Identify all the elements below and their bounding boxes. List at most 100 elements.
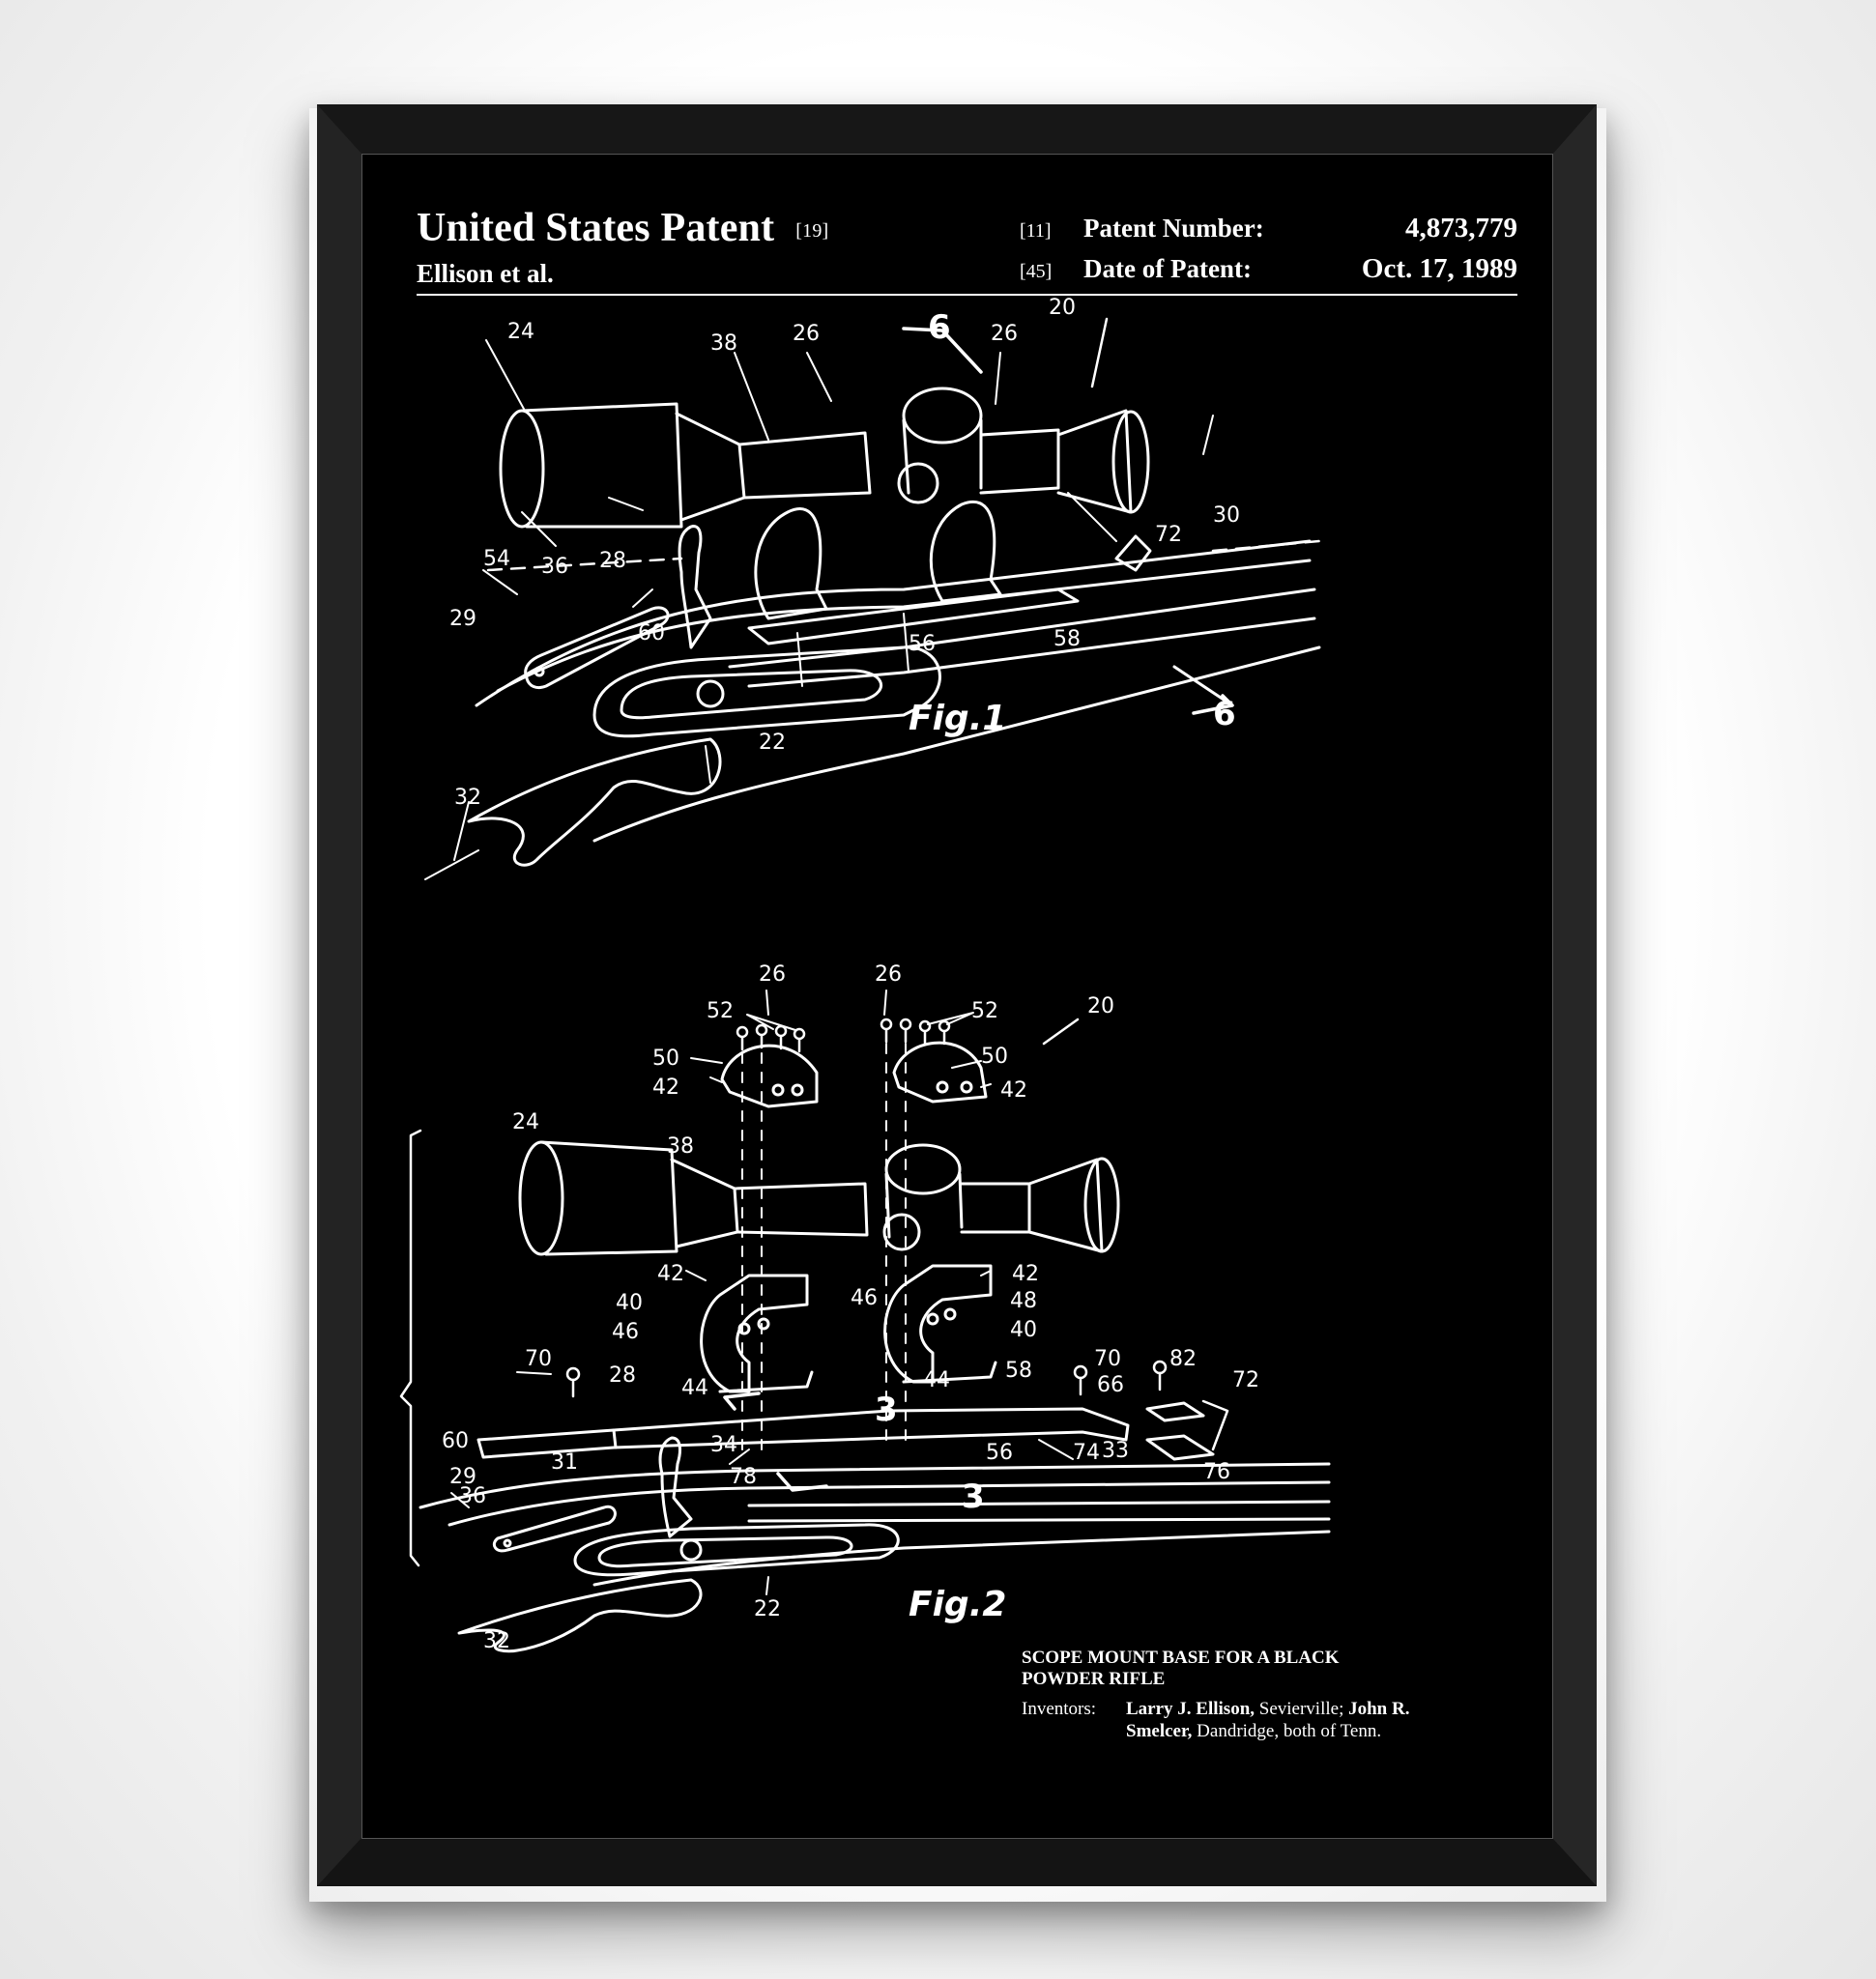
title-code: [19] bbox=[795, 220, 829, 242]
inventors-label: Inventors: bbox=[1022, 1699, 1097, 1719]
fig1-barrel-line4 bbox=[747, 617, 1316, 688]
inventor1-place: Sevierville; bbox=[1255, 1699, 1349, 1719]
fig1-hammer bbox=[678, 525, 712, 649]
fig1-label-24: 24 bbox=[507, 320, 534, 344]
fig1-leader-lines bbox=[424, 317, 1214, 880]
fig2-label-42c: 42 bbox=[657, 1262, 684, 1286]
fig1-scope-tube bbox=[737, 431, 872, 500]
fig2-scope-taper bbox=[670, 1158, 739, 1248]
fig2-scope-ocular bbox=[1083, 1157, 1120, 1253]
fig2-lock-plate bbox=[573, 1523, 900, 1577]
fig1-ring-rear bbox=[929, 500, 1002, 603]
fig2-label-70b: 70 bbox=[1094, 1347, 1121, 1371]
fig2-ring-base-left-foot bbox=[718, 1370, 814, 1393]
fig1-label-28: 28 bbox=[599, 549, 626, 573]
fig1-lock-plate bbox=[592, 645, 941, 738]
fig2-label-46b: 46 bbox=[851, 1286, 878, 1310]
fig2-stock-lower bbox=[592, 1530, 1331, 1587]
fig2-label-66: 66 bbox=[1097, 1373, 1124, 1397]
fig2-label-34: 34 bbox=[710, 1433, 737, 1457]
fig1-lock-plate-inner bbox=[620, 669, 883, 720]
patent-number-code: [11] bbox=[1020, 220, 1052, 242]
date-value: Oct. 17, 1989 bbox=[1361, 253, 1517, 284]
header-right: [11] Patent Number: 4,873,779 [45] Date … bbox=[1020, 213, 1517, 294]
patent-footer: SCOPE MOUNT BASE FOR A BLACK POWDER RIFL… bbox=[1022, 1648, 1524, 1742]
fig2-label-74: 74 bbox=[1073, 1441, 1100, 1465]
fig2-label-20: 20 bbox=[1087, 994, 1114, 1018]
fig2-label-42d: 42 bbox=[1012, 1262, 1039, 1286]
fig2-ring-screws bbox=[737, 1307, 957, 1335]
fig2-barrel-line2 bbox=[447, 1480, 1331, 1527]
fig2-ring-cap-screws bbox=[736, 1018, 951, 1053]
fig1-nipple-slot bbox=[524, 606, 670, 690]
fig2-scope-eyepiece bbox=[1027, 1158, 1104, 1253]
fig1-scope-taper bbox=[675, 412, 746, 522]
fig2-mount-base-step bbox=[612, 1428, 618, 1449]
fig1-scope-ocular bbox=[1111, 410, 1150, 514]
fig2-label-29: 29 bbox=[449, 1465, 476, 1489]
fig2-label-70a: 70 bbox=[525, 1347, 552, 1371]
inventors: Inventors: Larry J. Ellison, Sevierville… bbox=[1022, 1698, 1524, 1742]
patent-title-text: United States Patent bbox=[417, 206, 775, 250]
fig2-section-arrow-top bbox=[723, 1391, 761, 1411]
frame-right-bevel bbox=[1552, 104, 1597, 1886]
inventor-short: Ellison et al. bbox=[417, 259, 554, 288]
patent-number-value: 4,873,779 bbox=[1405, 213, 1517, 244]
fig2-label-44b: 44 bbox=[923, 1368, 950, 1392]
fig1-scope-turret bbox=[902, 387, 983, 445]
fig2-label-32: 32 bbox=[483, 1629, 510, 1653]
fig2-label-50a: 50 bbox=[652, 1047, 679, 1071]
fig1-label-22: 22 bbox=[759, 731, 786, 755]
fig2-caption: Fig.2 bbox=[909, 1585, 1006, 1624]
fig2-mount-base bbox=[476, 1407, 1130, 1459]
fig1-label-56: 56 bbox=[909, 632, 936, 656]
fig2-trigger-guard bbox=[457, 1578, 703, 1653]
inventor2-name-part1: John R. bbox=[1348, 1699, 1410, 1719]
fig2-label-52b: 52 bbox=[971, 999, 998, 1023]
fig2-cap-hole bbox=[936, 1080, 949, 1094]
fig2-cap-hole bbox=[791, 1083, 804, 1097]
fig1-windage-knob bbox=[897, 462, 939, 504]
date-label: Date of Patent: bbox=[1083, 254, 1252, 283]
fig2-label-60: 60 bbox=[442, 1429, 469, 1453]
fig2-section-marker-bottom: 3 bbox=[962, 1477, 985, 1516]
fig1-label-54: 54 bbox=[483, 547, 510, 571]
patent-drawing: 20 24 38 26 26 72 30 54 36 28 29 60 56 5… bbox=[399, 296, 1331, 1653]
fig2-section-marker-top: 3 bbox=[875, 1391, 898, 1429]
fig2-label-58: 58 bbox=[1005, 1359, 1032, 1383]
fig1-label-72: 72 bbox=[1155, 523, 1182, 547]
frame-top-bevel bbox=[317, 104, 1597, 155]
fig2-label-56: 56 bbox=[986, 1441, 1013, 1465]
fig2-rear-sight-lower bbox=[1145, 1434, 1215, 1461]
fig2-windage-knob bbox=[882, 1213, 921, 1251]
fig1-ring-front bbox=[754, 507, 828, 620]
fig2-label-38: 38 bbox=[667, 1134, 694, 1159]
fig2-scope-turret bbox=[884, 1143, 962, 1195]
fig2-ring-cap-right bbox=[892, 1041, 988, 1104]
fig1-caption: Fig.1 bbox=[909, 699, 1006, 738]
figure-1-labels: 20 24 38 26 26 72 30 54 36 28 29 60 56 5… bbox=[449, 296, 1240, 810]
inventors-text: Larry J. Ellison, Sevierville; John R. S… bbox=[1126, 1698, 1409, 1742]
fig1-label-32: 32 bbox=[454, 786, 481, 810]
fig2-ring-base-right bbox=[883, 1264, 993, 1384]
inventor1-name: Larry J. Ellison, bbox=[1126, 1699, 1255, 1719]
fig1-barrel-top bbox=[475, 539, 1312, 707]
patent-number-label: Patent Number: bbox=[1083, 214, 1264, 243]
fig1-label-26b: 26 bbox=[991, 322, 1018, 346]
fig1-axis-line bbox=[486, 557, 683, 572]
fig1-section-marker-bottom: 6 bbox=[1213, 695, 1236, 733]
fig1-turret-body bbox=[902, 418, 983, 495]
invention-title: SCOPE MOUNT BASE FOR A BLACK POWDER RIFL… bbox=[1022, 1648, 1524, 1690]
date-code: [45] bbox=[1020, 261, 1053, 282]
fig1-slot-hole bbox=[534, 666, 545, 677]
fig1-section-arrow-bottom bbox=[1172, 665, 1234, 707]
fig2-scope-objective bbox=[518, 1140, 564, 1256]
fig2-ring-cap-left bbox=[720, 1044, 819, 1108]
fig2-label-44a: 44 bbox=[681, 1376, 708, 1400]
patent-number-row: [11] Patent Number: 4,873,779 bbox=[1020, 213, 1517, 253]
fig2-cap-hole bbox=[771, 1083, 785, 1097]
figure-2-labels: 26 26 52 52 20 50 50 42 42 24 38 42 42 4… bbox=[442, 962, 1259, 1653]
fig2-rear-sight-upper bbox=[1145, 1401, 1205, 1422]
fig2-label-48: 48 bbox=[1010, 1289, 1037, 1313]
fig2-label-22: 22 bbox=[754, 1597, 781, 1621]
